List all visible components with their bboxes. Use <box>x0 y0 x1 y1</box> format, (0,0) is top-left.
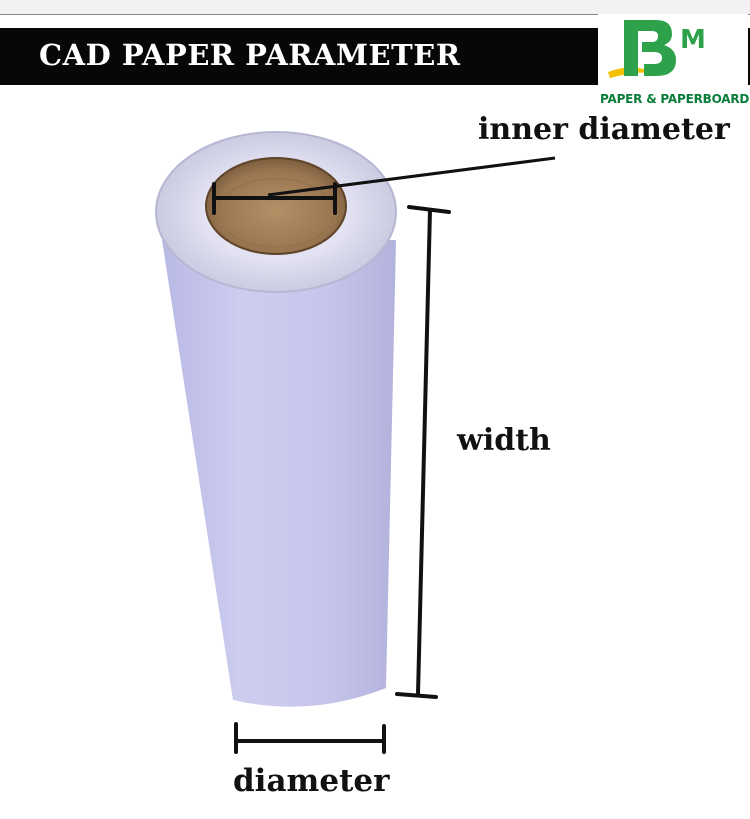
label-inner-diameter: inner diameter <box>478 112 730 147</box>
page-title: CAD PAPER PARAMETER <box>39 38 461 72</box>
label-diameter: diameter <box>233 763 390 799</box>
logo-tagline: PAPER & PAPERBOARD <box>600 92 750 106</box>
roll-core <box>206 158 346 254</box>
diameter-marker <box>234 722 386 754</box>
width-marker <box>395 205 451 699</box>
top-strip <box>0 0 750 15</box>
roll-body <box>162 240 396 707</box>
label-width: width <box>457 423 551 458</box>
inner-diameter-leader <box>267 156 556 197</box>
brand-logo: M PAPER & PAPERBOARD <box>598 14 750 110</box>
svg-text:M: M <box>680 25 706 55</box>
inner-diameter-marker <box>212 182 337 215</box>
bm-logo-icon: M <box>608 20 706 78</box>
